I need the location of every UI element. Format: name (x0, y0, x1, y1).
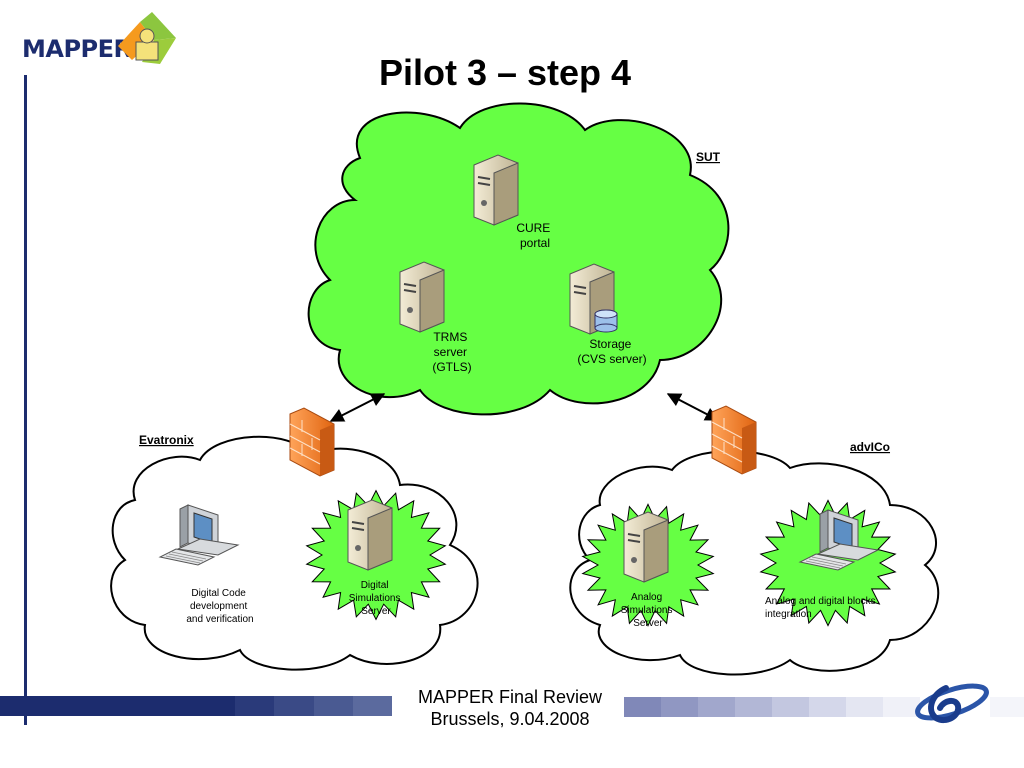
evatronix-label: Evatronix (139, 433, 194, 447)
left-vertical-rule (24, 75, 27, 725)
footer-left-bar (0, 696, 393, 716)
cure-portal-label: CURE portal (516, 221, 553, 250)
dss-label: Digital Simulations Server (349, 580, 403, 617)
trms-server-icon (399, 261, 445, 333)
fp6-logo-icon (915, 683, 989, 724)
sut-advico-arrow (666, 393, 720, 421)
ass-server-icon (623, 511, 669, 583)
footer-text: MAPPER Final Review Brussels, 9.04.2008 (390, 686, 630, 730)
dss-server-icon (347, 499, 393, 571)
cure-server-icon (473, 154, 519, 226)
ass-label: Analog Simulations Server (621, 592, 675, 629)
firewall-left-icon (289, 407, 335, 477)
trms-server-label: TRMS server (GTLS) (432, 330, 471, 374)
storage-server-label: Storage (CVS server) (577, 337, 646, 366)
storage-server-icon (569, 263, 618, 335)
evatronix-cloud (110, 435, 479, 671)
sut-label: SUT (696, 150, 721, 164)
footer-line-2: Brussels, 9.04.2008 (430, 709, 590, 729)
firewall-right-icon (711, 405, 757, 475)
advico-label: advICo (850, 440, 890, 454)
evatronix-workstation-icon (158, 504, 240, 566)
footer-right-bar (624, 697, 920, 717)
evatronix-workstation-label: Digital Code development and verificatio… (186, 588, 253, 625)
footer-line-1: MAPPER Final Review (417, 687, 603, 707)
sut-cloud (307, 102, 730, 416)
advico-workstation-label: Analog and digital blocks integration (765, 596, 878, 620)
slide-title: Pilot 3 – step 4 (378, 52, 632, 93)
advico-workstation-icon (798, 509, 880, 571)
evatronix-sut-arrow (329, 393, 386, 422)
mapper-logo-text: MAPPER (22, 35, 132, 63)
footer-right-end (990, 697, 1024, 717)
mapper-logo-icon (118, 12, 176, 64)
